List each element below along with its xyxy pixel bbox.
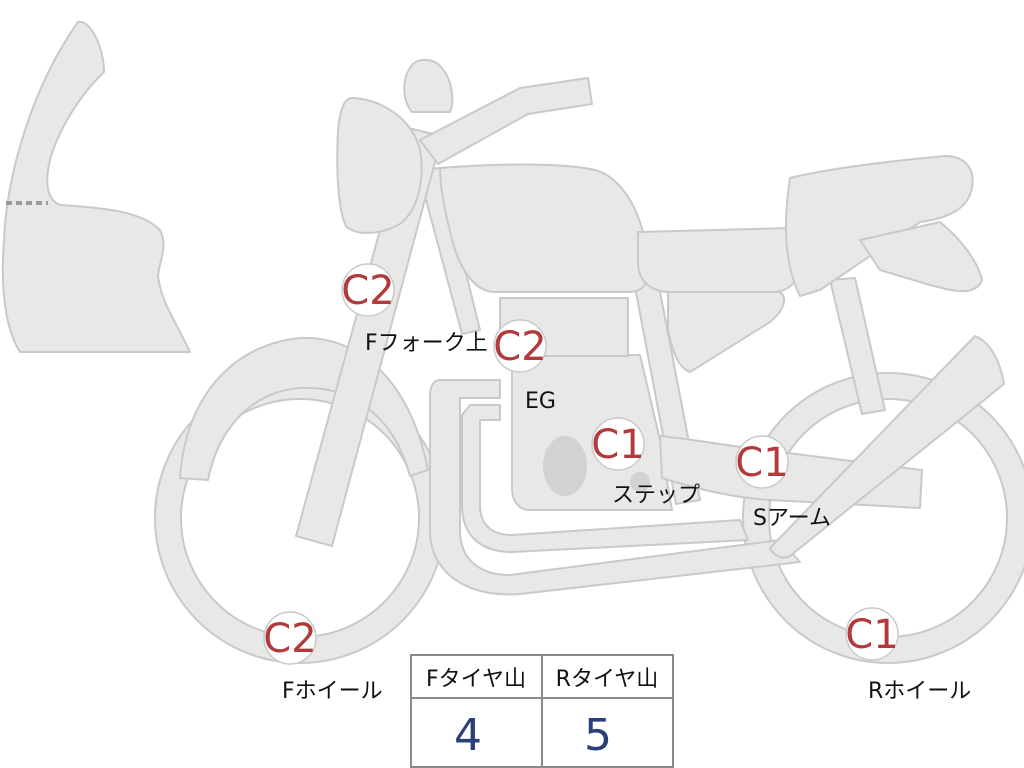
grade-r-wheel: C1 — [845, 612, 898, 658]
front-tire-header: Fタイヤ山 — [426, 667, 526, 692]
handlebar — [419, 77, 593, 165]
tire-tread-table: Fタイヤ山 Rタイヤ山 4 5 — [410, 654, 674, 768]
label-f-fork-upper: Fフォーク上 — [365, 331, 488, 356]
grade-swing-arm: C1 — [735, 440, 788, 486]
headlight — [336, 97, 423, 234]
point-f-fork-upper: C2 Fフォーク上 — [341, 263, 488, 356]
label-f-wheel: Fホイール — [282, 679, 383, 704]
fuel-tank — [439, 163, 649, 293]
rear-tail — [859, 221, 983, 293]
engine-cover — [543, 436, 587, 496]
label-r-wheel: Rホイール — [868, 679, 971, 704]
step-peg-left — [630, 472, 650, 492]
rear-shock — [829, 277, 886, 415]
exhaust-upper — [461, 404, 749, 553]
label-step: ステップ — [612, 483, 700, 508]
point-swing-arm: C1 Sアーム — [735, 435, 831, 531]
seat-front — [637, 227, 801, 293]
point-step: C1 ステップ — [591, 417, 700, 508]
label-swing-arm: Sアーム — [753, 506, 831, 531]
grade-f-fork-upper: C2 — [341, 268, 394, 314]
front-cowl — [1, 20, 191, 353]
grade-f-wheel: C2 — [263, 616, 316, 662]
label-engine: EG — [525, 389, 556, 414]
point-r-wheel: C1 Rホイール — [845, 607, 971, 704]
side-cover — [667, 291, 786, 373]
front-tire-value: 4 — [454, 710, 482, 761]
seat-rear — [784, 155, 974, 297]
rear-stay — [769, 335, 1005, 559]
grade-step: C1 — [591, 422, 644, 468]
meter-housing — [403, 58, 454, 113]
point-engine: C2 EG — [493, 319, 556, 414]
point-f-wheel: C2 Fホイール — [263, 611, 383, 704]
rear-tire-header: Rタイヤ山 — [556, 667, 659, 692]
front-fender — [179, 336, 429, 481]
rear-tire-value: 5 — [584, 710, 612, 761]
grade-engine: C2 — [493, 324, 546, 370]
exhaust-lower — [429, 379, 801, 596]
